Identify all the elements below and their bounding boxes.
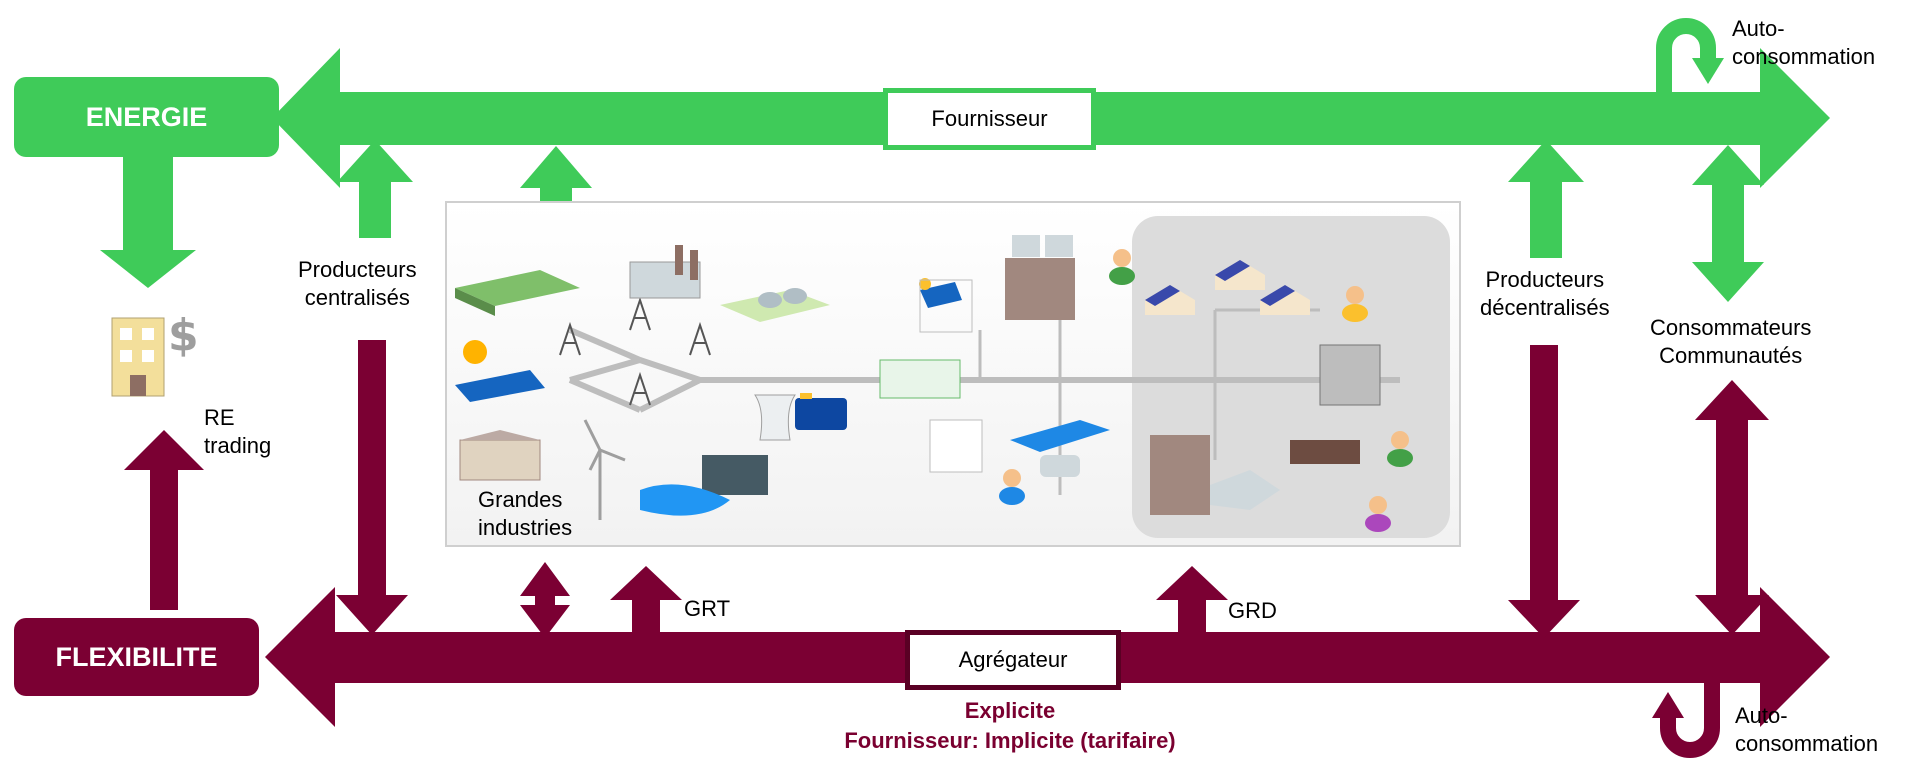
consumers-label: Consommateurs Communautés [1650,315,1812,368]
self-consumption-top-label: Auto- consommation [1732,16,1876,69]
industries-label: Grandes industries [478,487,573,540]
consumers-energy-double-arrow [1692,145,1764,302]
grt-up-arrow [610,566,682,632]
flexibility-to-trading-arrow [124,430,204,610]
self-consumption-top-loop [1656,18,1716,108]
grd-up-arrow [1156,566,1228,632]
central-producers-up-arrow [337,140,413,238]
house-icon [1005,235,1381,515]
flexibility-types: Explicite Fournisseur: Implicite (tarifa… [820,696,1200,756]
energy-title: ENERGIE [85,101,208,132]
flexibility-grid-double-arrow [520,562,570,638]
wind-turbine-icon [583,419,626,520]
grt-label: GRT [684,596,731,621]
energy-box: ENERGIE [14,77,279,157]
person-icon [999,249,1413,532]
solar-panel-icon [455,278,962,402]
explicit-flexibility: Explicite [964,698,1056,723]
re-trading-label: RE trading [204,405,272,458]
ev-charger-icon [1010,420,1110,477]
self-consumption-bottom-loop [1660,668,1720,758]
bank-building-icon: $ [111,310,199,397]
consumers-flex-double-arrow [1695,380,1769,635]
pylon-icon [559,296,711,406]
flexibility-box: FLEXIBILITE [14,618,259,696]
central-producers-label: Producteurs centralisés [298,257,417,310]
decentral-producers-down-arrow [1508,345,1580,638]
self-consumption-bottom-label: Auto- consommation [1735,703,1879,756]
decentral-producers-label: Producteurs décentralisés [1480,267,1610,320]
supplier-label: Fournisseur [931,106,1048,131]
grd-label: GRD [1228,598,1277,623]
self-consumption-top-arrowhead [1692,58,1724,84]
flexibility-title: FLEXIBILITE [55,641,218,672]
energy-to-trading-arrow [100,150,196,288]
svg-text:$: $ [168,310,199,361]
central-producers-down-arrow [336,340,408,635]
nuclear-plant-icon [640,394,796,516]
decentral-producers-up-arrow [1508,140,1584,258]
aggregator-label: Agrégateur [958,647,1068,672]
battery-icon [795,393,847,430]
factory-icon [455,245,830,481]
implicit-flexibility: Fournisseur: Implicite (tarifaire) [844,728,1176,753]
aggregator-tag: Agrégateur [905,630,1121,690]
supplier-tag: Fournisseur [883,88,1096,150]
self-consumption-bottom-arrowhead [1652,692,1684,718]
power-grid-illustration [445,201,1461,547]
